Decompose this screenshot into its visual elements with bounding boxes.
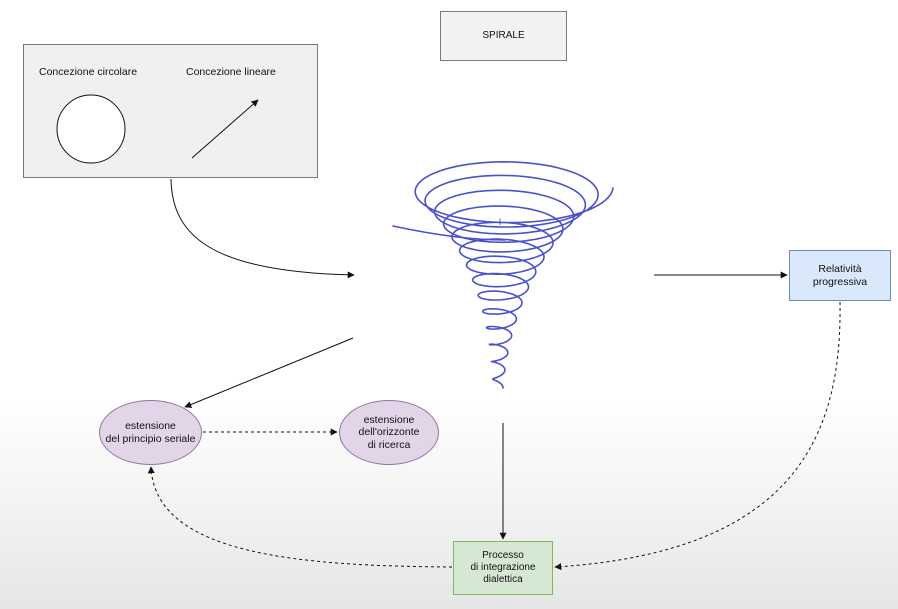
circle-shape xyxy=(56,94,126,164)
linear-arrow-shape xyxy=(191,99,259,159)
arrow-spiral-to-serial-extension xyxy=(184,337,354,408)
circular-concept-label: Concezione circolare xyxy=(39,66,138,78)
spirale-title-box[interactable]: SPIRALE xyxy=(440,11,567,61)
concept-shapes xyxy=(56,94,259,164)
arrow-concepts-to-spiral xyxy=(170,178,355,279)
spiral-drawing xyxy=(392,160,614,389)
spiral-cursor-glyph: I xyxy=(499,217,502,227)
serial-extension-node[interactable]: estensione del principio seriale xyxy=(99,400,202,465)
arrow-process-to-serial xyxy=(147,466,453,568)
spiral-path xyxy=(414,160,614,389)
dialectic-process-node[interactable]: Processo di integrazione dialettica xyxy=(453,541,553,595)
concept-panel[interactable]: Concezione circolare Concezione lineare xyxy=(23,44,318,178)
relativity-node[interactable]: Relatività progressiva xyxy=(789,250,891,301)
linear-concept-label: Concezione lineare xyxy=(186,66,276,78)
arrow-relativity-to-process xyxy=(554,301,841,571)
research-horizon-node[interactable]: estensione dell'orizzonte di ricerca xyxy=(339,400,439,465)
